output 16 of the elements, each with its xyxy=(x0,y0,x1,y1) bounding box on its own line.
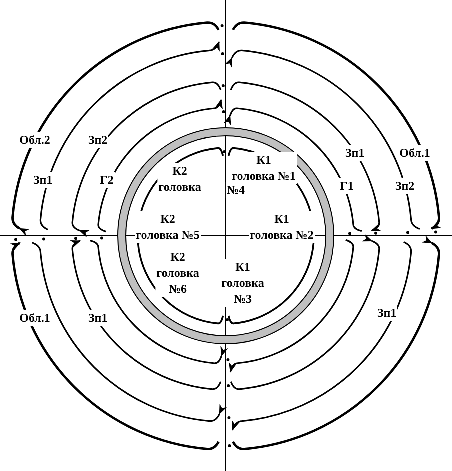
winding-label: №4 xyxy=(226,182,246,198)
winding-label: Зп2 xyxy=(394,178,416,194)
winding-label: Зп1 xyxy=(376,305,398,321)
winding-label: Обл.2 xyxy=(18,132,52,148)
winding-label: Обл.1 xyxy=(18,310,52,326)
winding-label: К1 головка №2 xyxy=(249,211,315,243)
winding-label: К1 головка №3 xyxy=(220,259,266,307)
winding-label: Зп1 xyxy=(32,172,54,188)
winding-label: Г1 xyxy=(339,178,355,194)
winding-label: Обл.1 xyxy=(398,145,432,161)
winding-label: Зп2 xyxy=(87,132,109,148)
winding-label: Зп1 xyxy=(87,310,109,326)
winding-label: К2 головка №5 xyxy=(135,211,201,243)
winding-label: Зп1 xyxy=(344,145,366,161)
winding-label: К1 головка №1 xyxy=(231,152,297,184)
winding-label: Г2 xyxy=(99,172,115,188)
